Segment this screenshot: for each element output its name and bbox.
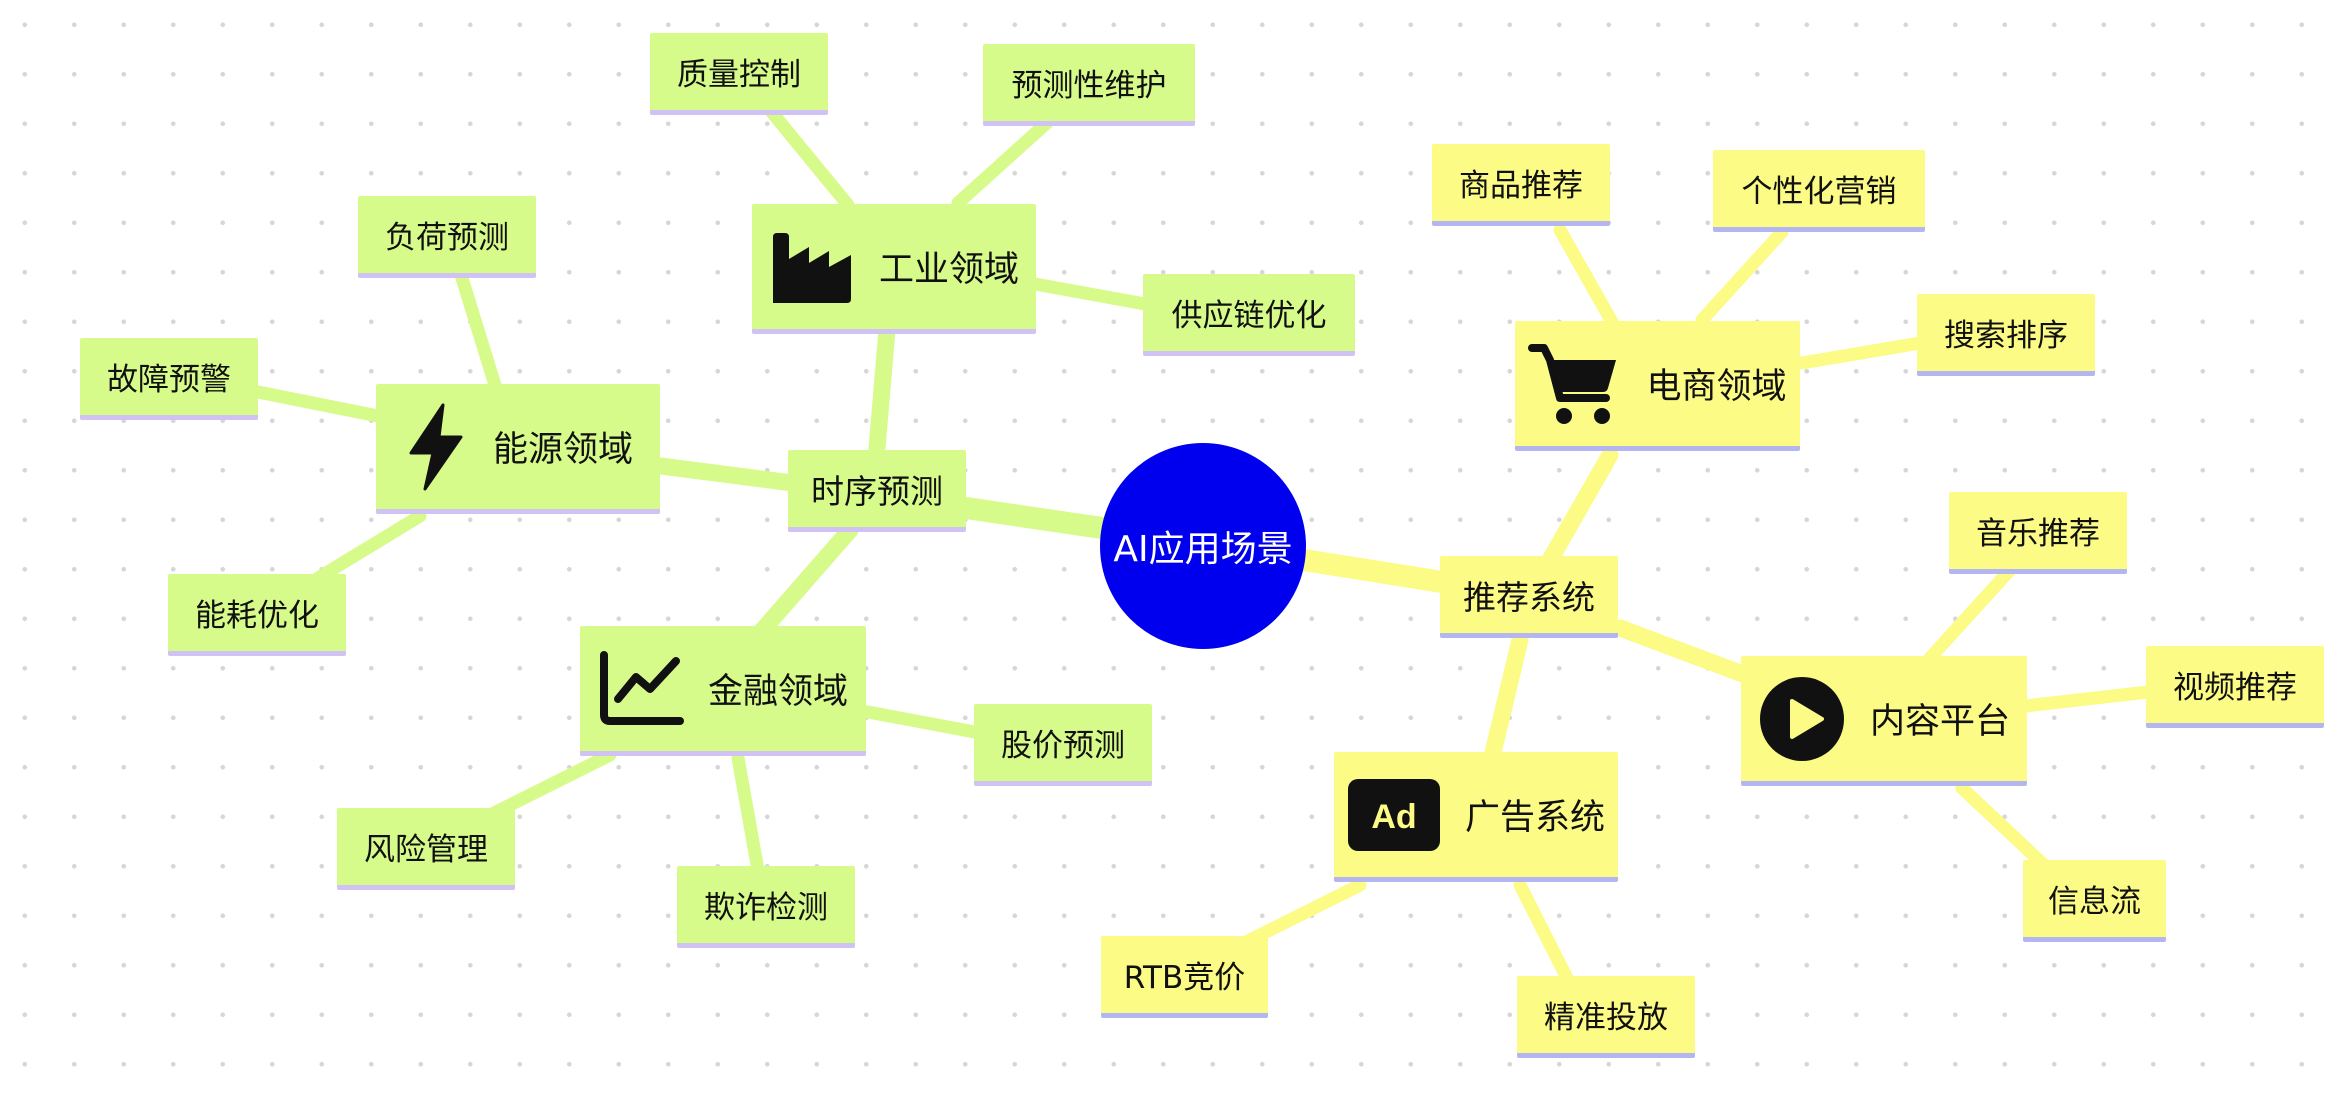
leaf-label: 视频推荐 bbox=[2173, 670, 2297, 706]
node-content-platform[interactable]: 内容平台 bbox=[1741, 656, 2027, 786]
edge-finance-risk bbox=[483, 748, 617, 822]
leaf-label: 质量控制 bbox=[677, 57, 801, 93]
edge-recommendation-ads bbox=[1481, 631, 1529, 774]
leaf-label: 个性化营销 bbox=[1741, 174, 1897, 210]
ad-badge-text: Ad bbox=[1371, 798, 1416, 836]
ad-system-label: 广告系统 bbox=[1464, 798, 1605, 838]
industry-label: 工业领域 bbox=[878, 250, 1019, 290]
node-time-series[interactable]: 时序预测 bbox=[788, 450, 966, 532]
leaf-label: 预测性维护 bbox=[1011, 68, 1167, 104]
leaf-music-recommendation[interactable]: 音乐推荐 bbox=[1949, 492, 2127, 574]
ecommerce-label: 电商领域 bbox=[1646, 367, 1787, 407]
leaf-label: 商品推荐 bbox=[1459, 168, 1583, 204]
edge-content-music bbox=[1923, 563, 2017, 665]
edge-industry-maintenance bbox=[951, 113, 1057, 210]
node-ecommerce[interactable]: 电商领域 bbox=[1515, 321, 1800, 451]
node-industry[interactable]: 工业领域 bbox=[752, 204, 1036, 334]
edge-ads-rtb bbox=[1231, 878, 1367, 953]
leaf-rtb-bidding[interactable]: RTB竞价 bbox=[1101, 936, 1268, 1018]
leaf-risk-management[interactable]: 风险管理 bbox=[337, 808, 515, 890]
root-node[interactable]: AI应用场景 bbox=[1100, 443, 1306, 649]
edge-recommendation-ecommerce bbox=[1541, 446, 1619, 569]
edge-content-feed bbox=[1955, 781, 2052, 873]
edge-energy-load bbox=[455, 271, 502, 392]
leaf-label: 负荷预测 bbox=[385, 220, 509, 256]
leaf-fault-warning[interactable]: 故障预警 bbox=[80, 338, 258, 420]
edge-ads-targeting bbox=[1513, 878, 1575, 987]
time-series-label: 时序预测 bbox=[811, 471, 943, 511]
edge-finance-stock bbox=[861, 705, 987, 740]
edge-energy-fault bbox=[251, 385, 385, 423]
root-label: AI应用场景 bbox=[1113, 529, 1293, 570]
leaf-video-recommendation[interactable]: 视频推荐 bbox=[2146, 646, 2324, 728]
edge-time-series-industry bbox=[867, 309, 897, 469]
edge-content-video bbox=[2018, 685, 2155, 713]
edge-recommendation-content bbox=[1611, 619, 1757, 685]
node-ad-system[interactable]: Ad 广告系统 bbox=[1334, 752, 1618, 882]
leaf-label: RTB竞价 bbox=[1123, 960, 1246, 996]
leaf-label: 音乐推荐 bbox=[1976, 516, 2100, 552]
energy-label: 能源领域 bbox=[492, 430, 633, 470]
leaf-energy-optimization[interactable]: 能耗优化 bbox=[168, 574, 346, 656]
factory-icon bbox=[769, 229, 855, 305]
line-chart-icon bbox=[598, 650, 684, 727]
ad-badge-icon: Ad bbox=[1347, 778, 1441, 852]
leaf-product-recommendation[interactable]: 商品推荐 bbox=[1432, 144, 1610, 226]
leaf-label: 供应链优化 bbox=[1171, 298, 1327, 334]
shopping-cart-icon bbox=[1528, 340, 1622, 428]
leaf-label: 精准投放 bbox=[1544, 1000, 1668, 1036]
edge-ecommerce-marketing bbox=[1695, 225, 1789, 327]
node-energy[interactable]: 能源领域 bbox=[376, 384, 660, 514]
leaf-label: 欺诈检测 bbox=[704, 890, 828, 926]
edge-industry-supply-chain bbox=[1028, 277, 1152, 311]
leaf-stock-prediction[interactable]: 股价预测 bbox=[974, 704, 1152, 786]
leaf-label: 股价预测 bbox=[1001, 728, 1125, 764]
leaf-label: 风险管理 bbox=[364, 832, 488, 868]
node-finance[interactable]: 金融领域 bbox=[580, 626, 866, 756]
edge-ecommerce-search bbox=[1795, 336, 1927, 370]
edge-time-series-finance bbox=[751, 521, 859, 642]
edge-industry-quality bbox=[763, 103, 855, 212]
edge-finance-fraud bbox=[731, 751, 765, 877]
leaf-personalized-marketing[interactable]: 个性化营销 bbox=[1713, 150, 1925, 232]
edge-ecommerce-product bbox=[1553, 223, 1619, 329]
leaf-supply-chain[interactable]: 供应链优化 bbox=[1143, 274, 1355, 356]
edge-energy-consumption bbox=[311, 509, 427, 585]
leaf-fraud-detection[interactable]: 欺诈检测 bbox=[677, 866, 855, 948]
finance-label: 金融领域 bbox=[707, 672, 848, 712]
leaf-quality-control[interactable]: 质量控制 bbox=[650, 33, 828, 115]
leaf-label: 能耗优化 bbox=[195, 598, 319, 634]
leaf-label: 故障预警 bbox=[107, 362, 231, 398]
leaf-label: 信息流 bbox=[2048, 884, 2141, 920]
leaf-label: 搜索排序 bbox=[1944, 318, 2068, 354]
lightning-bolt-icon bbox=[403, 403, 469, 491]
content-label: 内容平台 bbox=[1869, 702, 2010, 742]
leaf-predictive-maintenance[interactable]: 预测性维护 bbox=[983, 44, 1195, 126]
play-circle-icon bbox=[1758, 675, 1846, 763]
node-recommendation[interactable]: 推荐系统 bbox=[1440, 556, 1618, 638]
recommendation-label: 推荐系统 bbox=[1463, 577, 1595, 617]
leaf-load-forecast[interactable]: 负荷预测 bbox=[358, 196, 536, 278]
leaf-precise-targeting[interactable]: 精准投放 bbox=[1517, 976, 1695, 1058]
leaf-news-feed[interactable]: 信息流 bbox=[2023, 860, 2166, 942]
leaf-search-ranking[interactable]: 搜索排序 bbox=[1917, 294, 2095, 376]
